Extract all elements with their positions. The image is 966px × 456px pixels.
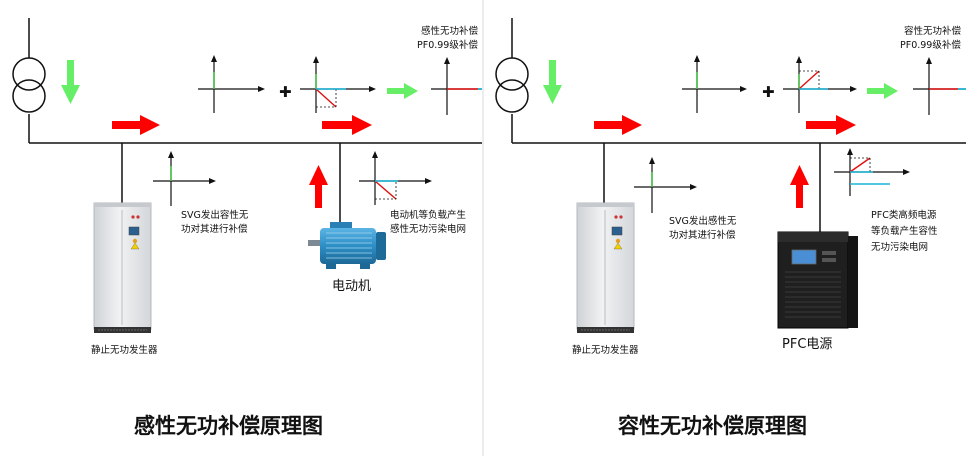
result-label-line1: 容性无功补偿 [904,25,962,37]
vector-plot-motor [359,151,432,205]
vector-plot-pfc [834,148,910,196]
svg-label-line2: 功对其进行补偿 [181,223,248,235]
green-right-arrow [867,83,898,99]
red-right-arrow [322,115,372,135]
panel-capacitive: ✚ 容性无功补偿 PF0.99级补偿 SVG发出感性无 [495,18,966,438]
vector-plot-svg [634,157,697,213]
green-down-arrow [61,60,80,104]
green-down-arrow [543,60,562,104]
load-label-line2: 等负载产生容性 [871,225,938,237]
svg-cabinet-icon [93,202,152,333]
vector-plot-source [198,55,265,113]
result-label-line2: PF0.99级补偿 [900,39,961,51]
red-right-arrow [112,115,160,135]
vector-plot-result [431,57,482,115]
vector-plot-source [682,55,747,113]
load-label-line3: 无功污染电网 [871,241,928,253]
device-caption: 静止无功发生器 [572,344,639,356]
vector-plot-load [300,56,376,113]
red-up-arrow [309,165,328,208]
svg-label-line1: SVG发出感性无 [669,215,737,227]
load-caption: PFC电源 [782,337,832,352]
load-label-line2: 感性无功污染电网 [390,223,466,235]
svg-cabinet-icon [576,202,635,333]
bus-wiring [28,18,482,222]
load-caption: 电动机 [332,279,371,294]
svg-label-line2: 功对其进行补偿 [669,229,736,241]
vector-plot-svg [153,151,216,206]
red-up-arrow [790,165,809,208]
transformer-icon [12,57,46,113]
device-caption: 静止无功发生器 [91,344,158,356]
pfc-power-supply-icon [777,231,858,329]
bus-wiring [511,18,966,232]
green-right-arrow [387,83,418,99]
plus-sign: ✚ [762,83,775,101]
panel-inductive: ✚ 感性无功补偿 PF0.99级补偿 [12,18,482,438]
vector-plot-load [783,56,857,113]
red-right-arrow [594,115,642,135]
motor-icon [308,222,386,269]
load-label-line1: 电动机等负载产生 [390,209,467,221]
red-right-arrow [806,115,856,135]
result-label-line2: PF0.99级补偿 [417,39,478,51]
svg-label-line1: SVG发出容性无 [181,209,249,221]
panel-title: 感性无功补偿原理图 [134,413,323,438]
transformer-icon [495,57,529,113]
vector-plot-result [913,57,966,115]
plus-sign: ✚ [279,83,292,101]
panel-title: 容性无功补偿原理图 [618,413,807,438]
load-label-line1: PFC类高频电源 [871,209,937,221]
result-label-line1: 感性无功补偿 [421,25,479,37]
